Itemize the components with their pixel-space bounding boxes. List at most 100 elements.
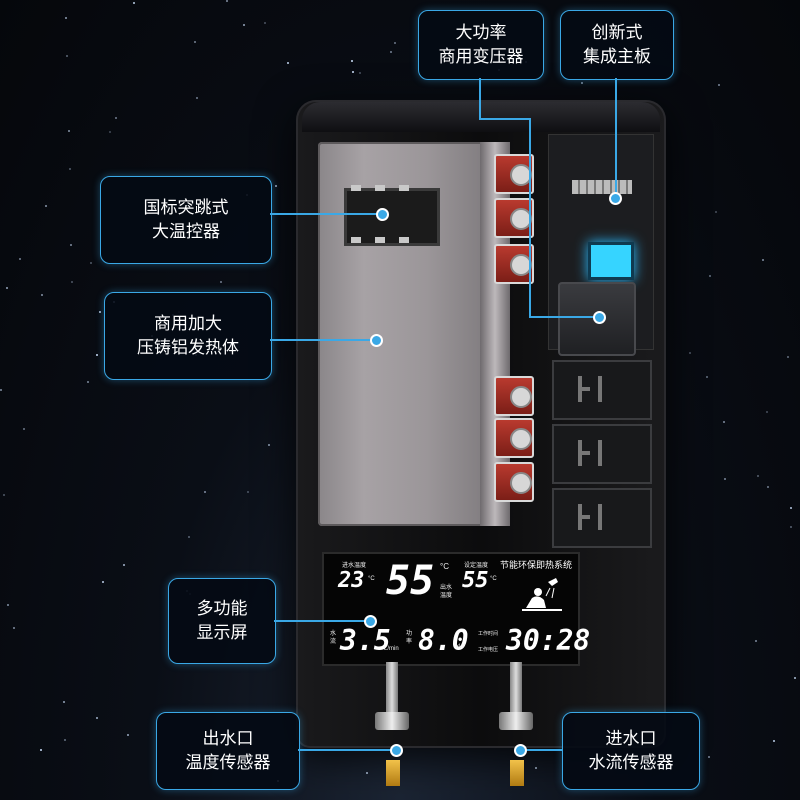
star [41,294,44,297]
star [718,83,721,86]
star [109,131,112,134]
star [365,771,368,774]
callout-display: 多功能显示屏 [168,578,276,664]
leader-dot [609,192,622,205]
transformer-component [558,282,636,356]
leader-line [270,213,380,215]
star [772,739,775,742]
star [96,354,99,357]
star [765,410,768,413]
callout-transformer: 大功率商用变压器 [418,10,544,80]
star [793,676,796,679]
star [45,204,48,207]
star [790,525,793,528]
leader-line [530,316,598,318]
star [5,287,8,290]
main-temp-value: 55 [386,558,435,604]
leader-line [529,240,531,318]
star [114,117,117,120]
star [715,211,718,214]
leader-line [270,339,374,341]
terminal-connector [494,462,534,502]
leader-line [529,118,531,242]
star [535,766,538,769]
star [762,259,765,262]
star [2,494,5,497]
set-temp-unit: °C [490,576,497,582]
leader-line [479,78,481,120]
star [68,167,71,170]
lcd-display: 进水温度 23 °C 55 °C 出水温度 设定温度 55 °C 节能环保即热系… [322,552,590,666]
terminal-connector [494,376,534,416]
callout-inlet: 进水口水流传感器 [562,712,700,790]
star [6,603,9,606]
terminal-connector [494,244,534,284]
star [705,375,708,378]
star [19,258,22,261]
star [286,61,289,64]
star [581,82,583,85]
outlet-sensor [386,760,400,786]
shower-icon [522,578,562,611]
star [70,243,73,246]
leader-dot [593,311,606,324]
star [389,51,392,54]
star [0,388,3,391]
set-temp-value: 55 [462,568,489,593]
star [226,0,229,3]
leader-line [274,620,368,622]
terminal-connector [494,418,534,458]
main-temp-unit: °C [440,562,449,571]
star [757,475,760,478]
star [98,311,101,314]
leader-line [615,78,617,196]
callout-board: 创新式集成主板 [560,10,674,80]
star [39,749,42,752]
star [359,71,362,74]
leader-line [520,749,562,751]
star [242,23,245,26]
callout-heater: 商用加大压铸铝发热体 [104,292,272,380]
heater-top-cap [302,102,660,132]
board-coil [572,180,632,194]
flow-unit: L/min [384,646,399,652]
control-chip [588,242,634,280]
leader-line [298,749,394,751]
star [723,421,726,424]
star [394,41,397,44]
leader-dot [370,334,383,347]
callout-outlet: 出水口温度传感器 [156,712,300,790]
set-temp-label: 设定温度 [464,563,489,569]
star [247,491,250,494]
star [263,21,266,24]
star [195,97,198,100]
relay-module [552,424,652,484]
star [220,281,223,284]
star [87,381,90,384]
star [127,734,130,737]
leader-dot [376,208,389,221]
star [707,756,710,759]
relay-module [552,488,652,548]
star [786,355,789,358]
outlet-fitting [375,712,409,730]
star [123,564,126,567]
star [23,428,26,431]
brand-text: 节能环保即热系统 [500,560,573,570]
power-unit: kW [456,644,465,650]
leader-dot [390,744,403,757]
star [724,478,727,481]
power-value: 8.0 [418,624,469,657]
star [66,54,69,57]
terminal-connector [494,198,534,238]
star [267,444,270,447]
inlet-pipe [510,662,522,722]
terminal-connector [494,154,534,194]
leader-line [481,118,531,120]
callout-thermostat: 国标突跳式大温控器 [100,176,272,264]
star [203,490,206,493]
star [194,40,197,43]
star [352,71,354,74]
inlet-temp-label: 进水温度 [342,563,367,569]
star [754,640,757,643]
